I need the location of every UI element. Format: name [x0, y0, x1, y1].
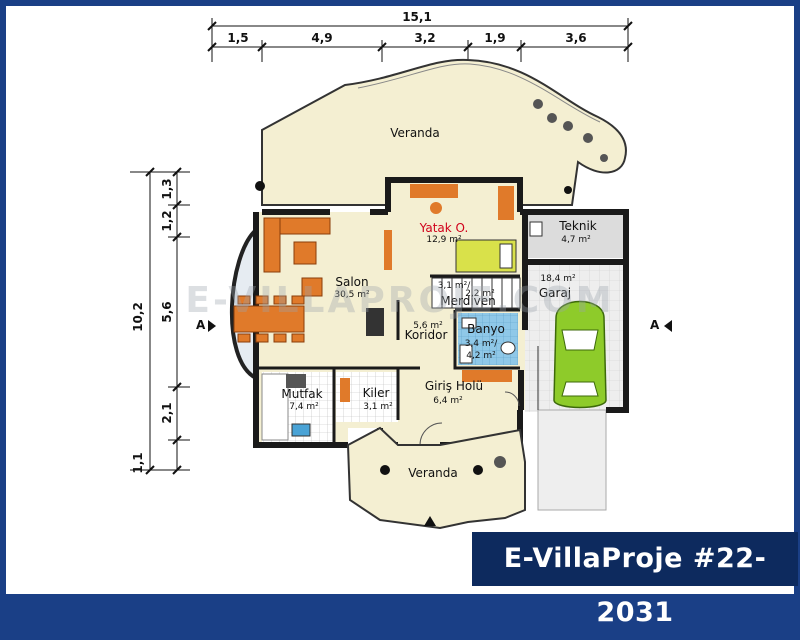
washbasin-icon [461, 317, 477, 329]
column-icon [255, 181, 265, 191]
top-dim-2: 4,9 [311, 31, 332, 45]
corridor-area: 5,6 m² [413, 321, 443, 331]
bath-area-2: 4,2 m² [466, 351, 496, 361]
column-icon [473, 465, 483, 475]
pantry-label: Kiler [363, 386, 390, 400]
sink-icon [291, 423, 311, 437]
bed-pillow [499, 243, 513, 269]
floor-plan: 15,1 1,5 4,9 3,2 1,9 3,6 10,2 1,3 1,2 5,… [130, 10, 672, 530]
top-dim-4: 1,9 [484, 31, 505, 45]
total-width-label: 15,1 [402, 10, 432, 24]
entrance-arrow [424, 516, 436, 526]
top-dim-3: 3,2 [414, 31, 435, 45]
veranda-bottom [346, 426, 526, 530]
left-dimensions [130, 167, 190, 475]
section-arrow-left [208, 320, 216, 332]
left-dim-2: 1,2 [160, 210, 174, 231]
staircase [431, 277, 521, 309]
technic-area: 4,7 m² [561, 235, 591, 245]
sofa-set [263, 217, 331, 297]
toilet-icon [500, 341, 516, 355]
boiler-icon [529, 221, 543, 237]
project-badge: E-VillaProje #22-2031 [472, 532, 798, 628]
pantry-area: 3,1 m² [363, 402, 393, 412]
pantry-shelf [340, 378, 350, 402]
top-dim-1: 1,5 [227, 31, 248, 45]
driveway [537, 409, 607, 511]
technic-label: Teknik [558, 219, 597, 233]
entry-area: 6,4 m² [433, 396, 463, 406]
living-label: Salon [335, 275, 368, 289]
bedroom-label: Yatak O. [419, 221, 469, 235]
veranda-top-label: Veranda [390, 126, 440, 140]
bedroom-area: 12,9 m² [426, 235, 462, 245]
bedroom-shelf [384, 230, 392, 270]
kitchen-label: Mutfak [281, 387, 322, 401]
shower-icon [459, 344, 473, 364]
tv-unit-icon [366, 308, 384, 336]
bath-label: Banyo [467, 322, 505, 336]
bath-area-1: 3,4 m²/ [465, 339, 499, 349]
column-icon [380, 465, 390, 475]
bedroom-chair [430, 202, 442, 214]
left-dim-4: 2,1 [160, 402, 174, 423]
car-icon [553, 300, 607, 409]
inner-walls [256, 274, 520, 445]
entry-label: Giriş Holü [425, 379, 483, 393]
bedroom-wardrobe [498, 186, 514, 220]
bedroom-desk [410, 184, 458, 198]
column-icon [564, 186, 572, 194]
living-area: 30,5 m² [334, 290, 370, 300]
stairs-area-2: 2,2 m² [465, 289, 495, 299]
left-dim-1: 1,3 [160, 178, 174, 199]
garage-door-swing [504, 391, 520, 407]
floor-plan-frame: 15,1 1,5 4,9 3,2 1,9 3,6 10,2 1,3 1,2 5,… [6, 6, 798, 628]
veranda-bottom-label: Veranda [408, 466, 458, 480]
entry-cabinet [462, 370, 512, 382]
kitchen-area: 7,4 m² [289, 402, 319, 412]
stairs-label: Merdiven [440, 294, 496, 308]
garage-label: Garaj [539, 286, 571, 300]
top-dim-5: 3,6 [565, 31, 586, 45]
dining-set [233, 295, 305, 343]
stove-icon [286, 374, 306, 388]
plant-icons [533, 99, 608, 162]
watermark: E-VILLAPROJE.COM [185, 280, 614, 321]
section-mark-right: A [650, 318, 660, 332]
section-arrow-right [664, 320, 672, 332]
total-height-label: 10,2 [131, 302, 145, 332]
garage-area: 18,4 m² [540, 274, 576, 284]
corridor-label: Koridor [405, 328, 448, 342]
kitchen-counter [261, 373, 289, 441]
entry-door-swing [419, 422, 443, 446]
section-mark-left: A [196, 318, 206, 332]
left-dim-3: 5,6 [160, 301, 174, 322]
veranda-rail [357, 63, 601, 123]
left-dim-5: 1,1 [131, 452, 145, 473]
veranda-top [261, 58, 627, 206]
plant-icon [494, 456, 506, 468]
stairs-area-1: 3,1 m²/ [438, 281, 472, 291]
top-dimensions [207, 18, 633, 62]
